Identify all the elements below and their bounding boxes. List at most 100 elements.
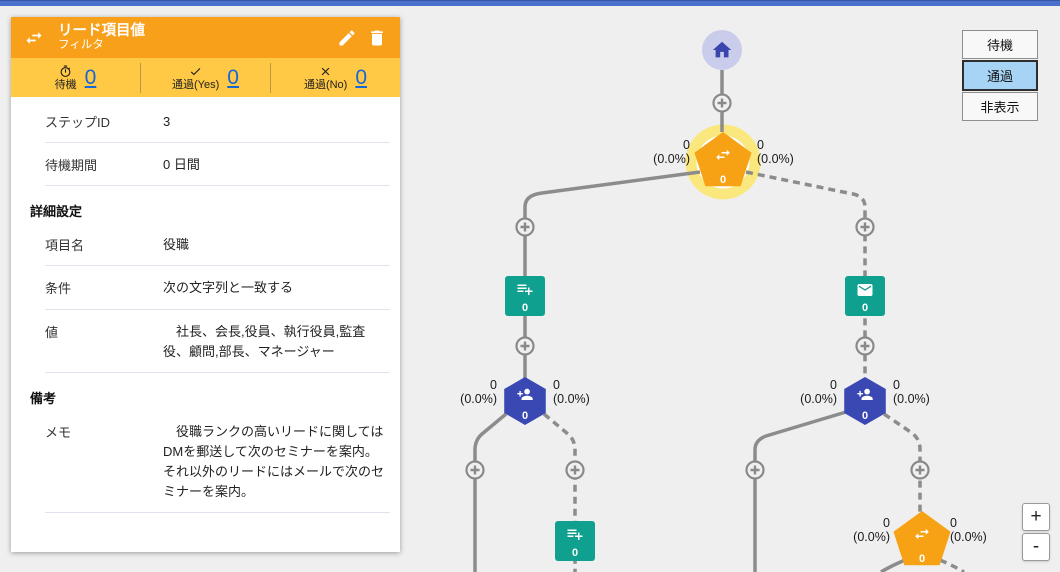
mail-node-right[interactable]: 0 xyxy=(845,276,885,316)
node-count: 0 xyxy=(572,547,578,559)
filter-node-bottom[interactable]: 0 xyxy=(893,511,951,566)
plus-circle-icon[interactable] xyxy=(855,336,875,356)
stat-pass-no: 通過(No) 0 xyxy=(270,62,400,93)
yes-count: 0 xyxy=(490,378,497,392)
node-count: 0 xyxy=(862,302,868,314)
edge-leadright-no xyxy=(883,412,922,523)
panel-body: ステップID 3 待機期間 0 日間 詳細設定 項目名 役職 条件 次の文字列と… xyxy=(11,97,400,514)
no-percent: (0.0%) xyxy=(950,530,987,544)
mail-icon xyxy=(857,284,873,296)
filter-top-branch-labels: 0 (0.0%) 0 (0.0%) xyxy=(653,138,794,166)
edge-leadright-yes xyxy=(753,410,847,572)
person-add-icon xyxy=(517,388,533,400)
field-step-id: ステップID 3 xyxy=(45,100,390,144)
edge-filter-no-right xyxy=(745,170,867,379)
yes-percent: (0.0%) xyxy=(800,392,837,406)
cross-icon xyxy=(321,67,330,75)
node-count: 0 xyxy=(720,174,726,186)
field-label: メモ xyxy=(45,424,72,440)
field-value: 役職ランクの高いリードに関してはDMを郵送して次のセミナーを案内。それ以外のリー… xyxy=(163,423,385,500)
stat-wait: 待機 0 xyxy=(11,63,140,93)
swap-arrows-icon xyxy=(23,27,45,49)
list-add-node-bottom[interactable]: 0 xyxy=(555,521,595,561)
stat-pass-yes-count-link[interactable]: 0 xyxy=(227,66,239,89)
list-add-node-left[interactable]: 0 xyxy=(505,276,545,316)
yes-percent: (0.0%) xyxy=(853,530,890,544)
workflow-canvas: 0 0 (0.0%) 0 (0.0%) 0 0 0 (0.0%) 0 (0.0%… xyxy=(460,30,987,572)
edge-filterbottom-yes xyxy=(880,558,906,572)
view-button-hide[interactable]: 非表示 xyxy=(962,92,1038,121)
node-count: 0 xyxy=(862,410,868,422)
person-add-icon xyxy=(857,388,873,400)
field-value: 社長、会長,役員、執行役員,監査役、顧問,部長、マネージャー xyxy=(163,323,366,359)
lead-left-branch-labels: 0 (0.0%) 0 (0.0%) xyxy=(460,378,590,406)
panel-titles: リード項目値 フィルタ xyxy=(58,23,328,53)
field-condition: 条件 次の文字列と一致する xyxy=(45,266,390,310)
zoom-controls: + - xyxy=(1022,503,1050,561)
plus-circle-icon[interactable] xyxy=(515,217,535,237)
zoom-out-button[interactable]: - xyxy=(1022,533,1050,561)
playlist-add-icon xyxy=(517,284,533,295)
field-value: 次の文字列と一致する xyxy=(163,280,294,296)
yes-count: 0 xyxy=(830,378,837,392)
filter-bottom-branch-labels: 0 (0.0%) 0 (0.0%) xyxy=(853,516,987,544)
stat-label: 待機 xyxy=(54,78,77,91)
plus-circle-icon[interactable] xyxy=(465,460,485,480)
view-button-wait[interactable]: 待機 xyxy=(962,30,1038,59)
plus-circle-icon[interactable] xyxy=(855,217,875,237)
yes-percent: (0.0%) xyxy=(460,392,497,406)
plus-circle-icon[interactable] xyxy=(565,460,585,480)
stat-label: 通過(Yes) xyxy=(172,78,220,91)
view-filter-buttons: 待機 通過 非表示 xyxy=(962,30,1038,122)
edge-filterbottom-no xyxy=(939,558,965,572)
stat-wait-count-link[interactable]: 0 xyxy=(84,66,97,89)
node-count: 0 xyxy=(919,553,925,565)
top-blue-bar xyxy=(0,0,1060,6)
no-count: 0 xyxy=(553,378,560,392)
plus-circle-icon[interactable] xyxy=(515,336,535,356)
yes-count: 0 xyxy=(883,516,890,530)
field-label: 条件 xyxy=(45,281,72,297)
swap-arrows-icon xyxy=(716,149,730,161)
zoom-in-button[interactable]: + xyxy=(1022,503,1050,531)
field-label: ステップID xyxy=(45,115,111,130)
edge-leadleft-yes xyxy=(473,412,508,572)
field-value: 役職 xyxy=(163,237,190,253)
view-button-pass[interactable]: 通過 xyxy=(962,60,1038,91)
field-label: 値 xyxy=(45,324,59,340)
connector-lines xyxy=(473,70,965,572)
filter-node-top[interactable]: 0 xyxy=(694,132,752,187)
lead-add-node-left[interactable]: 0 xyxy=(504,377,546,425)
trash-icon[interactable] xyxy=(366,27,388,49)
no-count: 0 xyxy=(893,378,900,392)
no-percent: (0.0%) xyxy=(757,152,794,166)
lead-right-branch-labels: 0 (0.0%) 0 (0.0%) xyxy=(800,378,930,406)
field-value-list: 値 社長、会長,役員、執行役員,監査役、顧問,部長、マネージャー xyxy=(45,310,390,373)
add-step-connectors xyxy=(465,93,930,480)
no-count: 0 xyxy=(950,516,957,530)
panel-title: リード項目値 xyxy=(58,22,145,39)
section-remarks: 備考 xyxy=(30,390,57,406)
field-memo: メモ 役職ランクの高いリードに関してはDMを郵送して次のセミナーを案内。それ以外… xyxy=(45,410,390,514)
home-icon xyxy=(712,41,732,58)
stat-pass-no-count-link[interactable]: 0 xyxy=(355,66,368,89)
step-detail-panel: リード項目値 フィルタ 待機 0 通過(Yes) 0 xyxy=(11,17,400,552)
pencil-icon[interactable] xyxy=(336,27,358,49)
start-node[interactable] xyxy=(702,30,742,70)
node-count: 0 xyxy=(522,302,528,314)
stopwatch-icon xyxy=(60,65,71,77)
field-label: 待機期間 xyxy=(45,158,98,174)
plus-circle-icon[interactable] xyxy=(712,93,732,113)
playlist-add-icon xyxy=(567,529,583,540)
lead-add-node-right[interactable]: 0 xyxy=(844,377,886,425)
plus-circle-icon[interactable] xyxy=(745,460,765,480)
yes-count: 0 xyxy=(683,138,690,152)
stat-label: 通過(No) xyxy=(303,78,348,91)
no-count: 0 xyxy=(757,138,764,152)
field-value: 0 日間 xyxy=(163,157,200,173)
plus-circle-icon[interactable] xyxy=(910,460,930,480)
field-value: 3 xyxy=(163,114,171,129)
check-icon xyxy=(191,67,201,75)
stat-pass-yes: 通過(Yes) 0 xyxy=(140,62,270,93)
no-percent: (0.0%) xyxy=(893,392,930,406)
